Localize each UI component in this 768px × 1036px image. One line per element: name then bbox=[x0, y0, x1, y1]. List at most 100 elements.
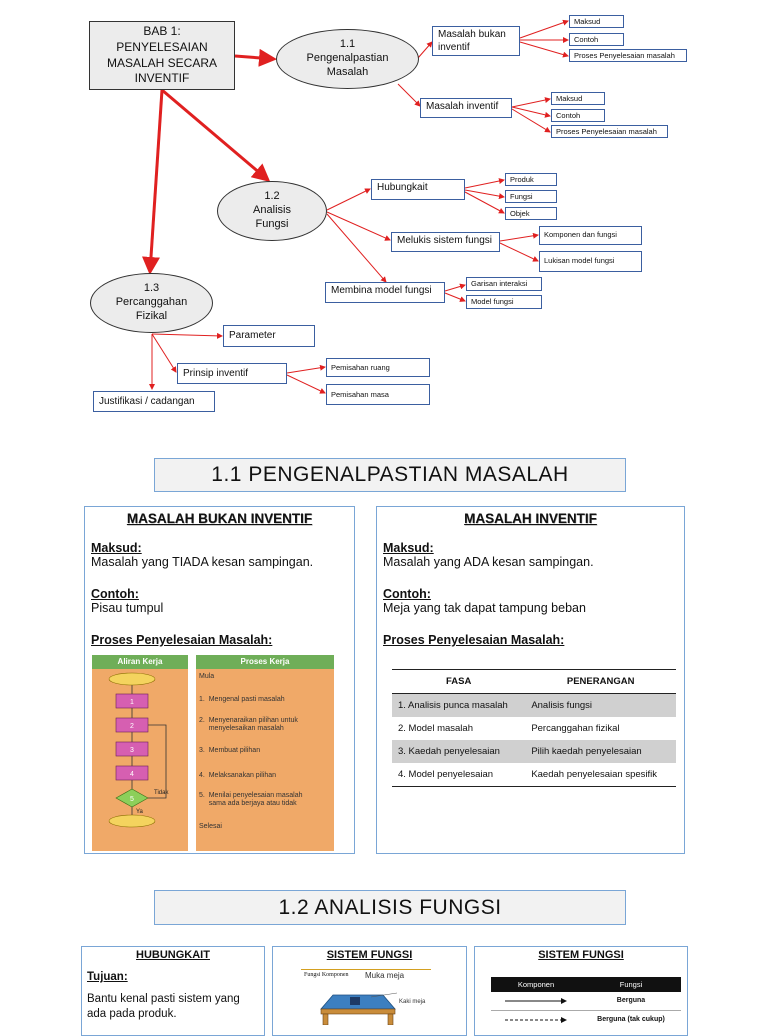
mindmap-leaf: Lukisan model fungsi bbox=[539, 251, 642, 272]
mindmap-node-justifikasi: Justifikasi / cadangan bbox=[93, 391, 215, 412]
mindmap-root: BAB 1: PENYELESAIAN MASALAH SECARA INVEN… bbox=[89, 21, 235, 90]
table-cell: Pilih kaedah penyelesaian bbox=[525, 740, 676, 763]
flow-node-label: 1 bbox=[130, 699, 134, 706]
mindmap-leaf: Model fungsi bbox=[466, 295, 542, 309]
mindmap-topic-1: 1.1 Pengenalpastian Masalah bbox=[276, 29, 419, 89]
table-header: FASA bbox=[392, 669, 526, 694]
flow-decision bbox=[115, 788, 149, 808]
fasa-table: FASA PENERANGAN 1. Analisis punca masala… bbox=[392, 669, 676, 787]
panel-sistem-fungsi-2: SISTEM FUNGSI Komponen Fungsi Berguna Be… bbox=[474, 946, 688, 1036]
maksud-label: Maksud: bbox=[91, 541, 142, 555]
table-row: 3. Kaedah penyelesaian Pilih kaedah peny… bbox=[392, 740, 676, 763]
flow-node-label: 4 bbox=[130, 771, 134, 778]
mindmap-leaf: Contoh bbox=[551, 109, 605, 122]
mindmap-leaf: Produk bbox=[505, 173, 557, 186]
legend-fungsi-komponen: Fungsi Komponen bbox=[304, 972, 349, 978]
maksud-label: Maksud: bbox=[383, 541, 434, 555]
mindmap-node-melukis-sistem-fungsi: Melukis sistem fungsi bbox=[391, 232, 500, 252]
flow-step-text: Selesai bbox=[199, 823, 222, 830]
flow-step-2 bbox=[115, 717, 149, 733]
contoh-text: Meja yang tak dapat tampung beban bbox=[383, 601, 586, 615]
mindmap-node-prinsip-inventif: Prinsip inventif bbox=[177, 363, 287, 384]
table-header: PENERANGAN bbox=[525, 669, 676, 694]
panel-masalah-inventif: MASALAH INVENTIF Maksud: Masalah yang AD… bbox=[376, 506, 685, 854]
contoh-text: Pisau tumpul bbox=[91, 601, 164, 615]
flowchart-aliran-kerja: Aliran Kerja 1 2 bbox=[92, 655, 188, 851]
table-row: 1. Analisis punca masalah Analisis fungs… bbox=[392, 693, 676, 717]
mindmap-leaf: Maksud bbox=[569, 15, 624, 28]
label-kaki-meja: Kaki meja bbox=[399, 999, 426, 1005]
legend-value: Berguna bbox=[616, 997, 646, 1004]
flowchart-header: Proses Kerja bbox=[196, 655, 334, 669]
flow-step-4 bbox=[115, 765, 149, 781]
panel-heading: SISTEM FUNGSI bbox=[538, 949, 624, 961]
mindmap-leaf: Fungsi bbox=[505, 190, 557, 203]
section-title-1-1: 1.1 PENGENALPASTIAN MASALAH bbox=[154, 458, 626, 492]
mindmap-node-masalah-bukan-inventif: Masalah bukan inventif bbox=[432, 26, 520, 56]
fasa-table-wrap: FASA PENERANGAN 1. Analisis punca masala… bbox=[392, 669, 676, 787]
panel-heading: MASALAH INVENTIF bbox=[464, 511, 597, 526]
mindmap-leaf: Pemisahan masa bbox=[326, 384, 430, 405]
maksud-text: Masalah yang ADA kesan sampingan. bbox=[383, 555, 594, 569]
table-cell: 3. Kaedah penyelesaian bbox=[392, 740, 526, 763]
legend-row: Berguna bbox=[491, 992, 681, 1011]
proses-label: Proses Penyelesaian Masalah: bbox=[383, 633, 565, 647]
flow-ya-label: Ya bbox=[136, 809, 144, 815]
panel-heading: MASALAH BUKAN INVENTIF bbox=[126, 511, 313, 526]
mindmap-node-parameter: Parameter bbox=[223, 325, 315, 347]
mindmap-connectors bbox=[142, 19, 569, 394]
arrow-solid-icon bbox=[505, 998, 567, 1004]
flow-step-1 bbox=[115, 693, 149, 709]
tujuan-label: Tujuan: bbox=[87, 971, 128, 983]
table-row: 4. Model penyelesaian Kaedah penyelesaia… bbox=[392, 763, 676, 787]
flow-node-label: 3 bbox=[130, 747, 134, 754]
mindmap-leaf: Maksud bbox=[551, 92, 605, 105]
mindmap-leaf: Pemisahan ruang bbox=[326, 358, 430, 377]
mindmap-node-membina-model-fungsi: Membina model fungsi bbox=[325, 282, 445, 303]
flow-step-text: 5. Menilai penyelesaian masalah sama ada… bbox=[199, 792, 303, 808]
mindmap-node-hubungkait: Hubungkait bbox=[371, 179, 465, 200]
flowchart-diagram: 1 2 3 4 5 Tidak Ya bbox=[108, 672, 169, 828]
contoh-label: Contoh: bbox=[91, 587, 139, 601]
panel-masalah-bukan-inventif: MASALAH BUKAN INVENTIF Maksud: Masalah y… bbox=[84, 506, 355, 854]
mindmap-leaf: Garisan interaksi bbox=[466, 277, 542, 291]
panel-heading: SISTEM FUNGSI bbox=[326, 949, 413, 961]
table-row: 2. Model masalah Percanggahan fizikal bbox=[392, 717, 676, 740]
mindmap-leaf: Contoh bbox=[569, 33, 624, 46]
arrow-dashed-icon bbox=[505, 1017, 567, 1023]
table-cell: Analisis fungsi bbox=[525, 693, 676, 717]
panel-hubungkait: HUBUNGKAIT Tujuan: Bantu kenal pasti sis… bbox=[81, 946, 265, 1036]
panel-heading: HUBUNGKAIT bbox=[136, 949, 210, 961]
contoh-label: Contoh: bbox=[383, 587, 431, 601]
flow-node-label: 5 bbox=[130, 796, 134, 803]
mindmap-topic-3: 1.3 Percanggahan Fizikal bbox=[90, 273, 213, 333]
mindmap-topic-2: 1.2 Analisis Fungsi bbox=[217, 181, 327, 241]
mindmap-node-masalah-inventif: Masalah inventif bbox=[420, 98, 512, 118]
maksud-text: Masalah yang TIADA kesan sampingan. bbox=[91, 555, 314, 569]
legend-value: Berguna (tak cukup) bbox=[597, 1016, 665, 1023]
table-cell: Kaedah penyelesaian spesifik bbox=[525, 763, 676, 787]
flow-step-text: 3. Membuat pilihan bbox=[199, 747, 261, 754]
legend-header: Komponen Fungsi bbox=[491, 977, 681, 992]
section-title-1-2: 1.2 ANALISIS FUNGSI bbox=[154, 890, 626, 925]
flow-step-3 bbox=[115, 741, 149, 757]
legend-col: Fungsi bbox=[619, 980, 643, 989]
table-cell: Percanggahan fizikal bbox=[531, 723, 620, 734]
mindmap-leaf: Proses Penyelesaian masalah bbox=[551, 125, 668, 138]
label-muka-meja: Muka meja bbox=[365, 971, 405, 980]
table-cell: 4. Model penyelesaian bbox=[392, 763, 526, 787]
flow-step-text: 4. Melaksanakan pilihan bbox=[199, 772, 277, 779]
table-cell: 1. Analisis punca masalah bbox=[392, 693, 526, 717]
proses-label: Proses Penyelesaian Masalah: bbox=[91, 633, 273, 647]
mindmap-leaf: Proses Penyelesaian masalah bbox=[569, 49, 687, 62]
flowchart-proses-kerja: Proses Kerja Mula 1. Mengenal pasti masa… bbox=[196, 655, 334, 851]
flow-tidak-label: Tidak bbox=[154, 790, 169, 796]
legend-col: Komponen bbox=[517, 980, 555, 989]
flow-node-label: 2 bbox=[130, 723, 134, 730]
flowchart-header: Aliran Kerja bbox=[92, 655, 188, 669]
mindmap-leaf: Objek bbox=[505, 207, 557, 220]
table-illustration bbox=[320, 992, 398, 1025]
flow-start bbox=[108, 672, 156, 686]
tujuan-text: Bantu kenal pasti sistem yang ada pada p… bbox=[87, 993, 240, 1020]
panel-sistem-fungsi-1: SISTEM FUNGSI Fungsi Komponen Muka meja … bbox=[272, 946, 467, 1036]
